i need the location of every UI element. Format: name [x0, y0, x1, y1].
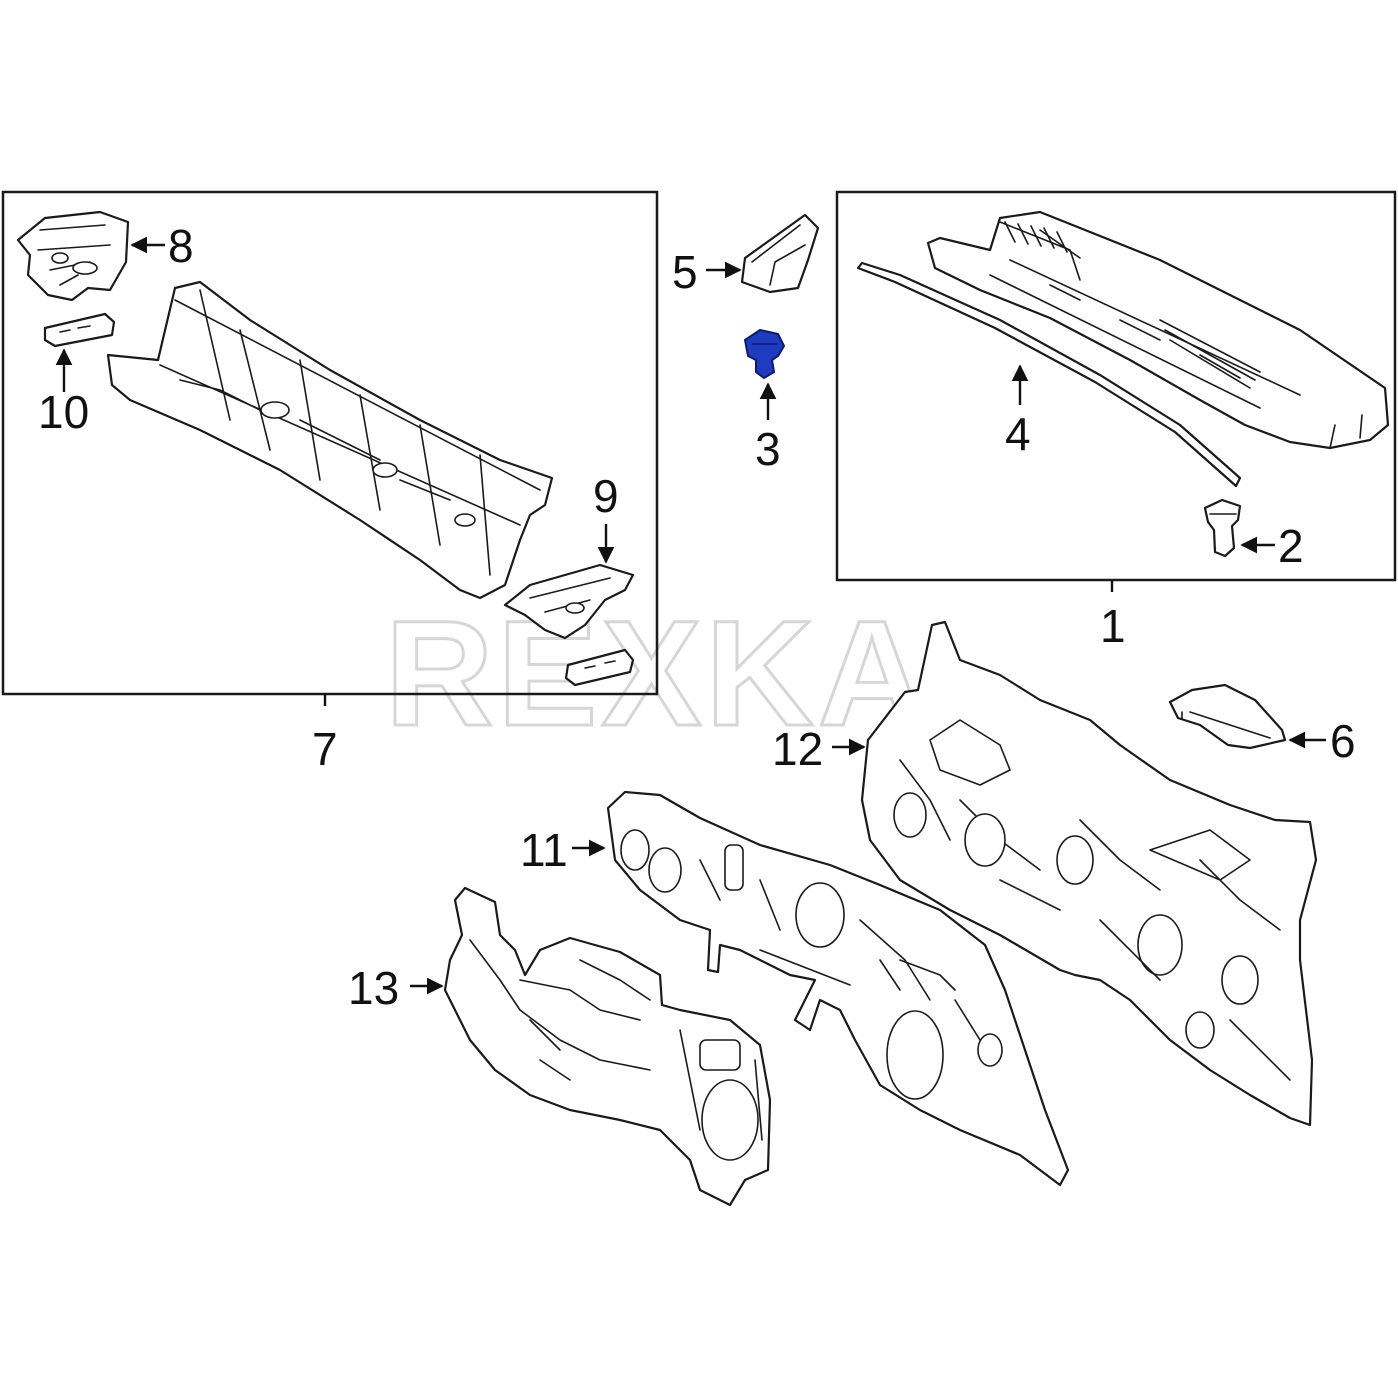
callout-7[interactable]: 7	[312, 723, 338, 775]
part-1-cowl-top[interactable]	[926, 210, 1390, 450]
callout-6[interactable]: 6	[1330, 715, 1356, 767]
callout-3[interactable]: 3	[755, 423, 781, 475]
part-11-insulator[interactable]	[606, 790, 1070, 1187]
group-frame-1	[835, 190, 1397, 582]
callout-5[interactable]: 5	[672, 246, 698, 298]
part-5-bracket[interactable]	[740, 213, 820, 294]
watermark: REXKA	[385, 589, 930, 757]
callout-12[interactable]: 12	[772, 723, 823, 775]
part-9-bracket[interactable]	[503, 563, 635, 640]
part-4-seal[interactable]	[856, 261, 1242, 488]
part-3-clip[interactable]	[743, 328, 786, 380]
callout-2[interactable]: 2	[1278, 520, 1304, 572]
part-2-clip[interactable]	[1203, 498, 1242, 558]
callout-8[interactable]: 8	[168, 220, 194, 272]
part-10-pad[interactable]	[43, 312, 116, 348]
callout-9[interactable]: 9	[593, 470, 619, 522]
group-frame-7	[1, 190, 659, 696]
callout-4[interactable]: 4	[1005, 408, 1031, 460]
part-10-pad-lower[interactable]	[564, 648, 635, 687]
callout-13[interactable]: 13	[348, 962, 399, 1014]
callout-10[interactable]: 10	[38, 386, 89, 438]
callout-11[interactable]: 11	[520, 824, 568, 876]
part-13-insulator[interactable]	[443, 886, 772, 1207]
part-12-dash-panel[interactable]	[860, 620, 1318, 1127]
part-7-cowl-panel[interactable]	[106, 280, 554, 600]
callout-1[interactable]: 1	[1100, 600, 1126, 652]
part-8-bracket[interactable]	[16, 210, 130, 302]
part-6-cover[interactable]	[1168, 683, 1287, 750]
